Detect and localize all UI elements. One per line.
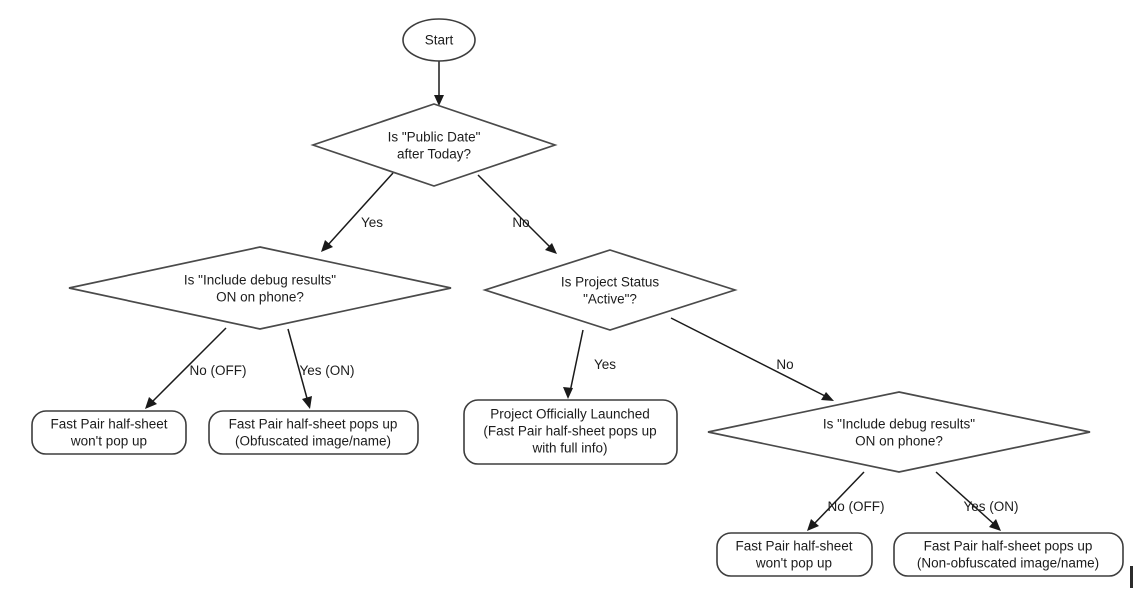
debug-right-diamond xyxy=(707,391,1091,473)
edge-label-yes-on-right: Yes (ON) xyxy=(963,499,1018,514)
node-terminal-right-on[interactable]: Fast Pair half-sheet pops up (Non-obfusc… xyxy=(893,532,1124,577)
page-edge-mark xyxy=(1130,566,1133,588)
edge-debug-right-off: No (OFF) xyxy=(807,471,885,531)
node-decision-debug-left[interactable]: Is "Include debug results" ON on phone? xyxy=(68,246,452,330)
edge-debug-right-on: Yes (ON) xyxy=(935,471,1019,531)
node-decision-public-date[interactable]: Is "Public Date" after Today? xyxy=(310,103,558,187)
terminal-launched-line3: with full info) xyxy=(531,441,607,456)
node-terminal-left-off[interactable]: Fast Pair half-sheet won't pop up xyxy=(31,410,187,455)
node-decision-project-status[interactable]: Is Project Status "Active"? xyxy=(482,249,738,331)
public-date-diamond xyxy=(310,103,558,187)
edge-public-date-yes: Yes xyxy=(321,172,394,252)
terminal-launched-line1: Project Officially Launched xyxy=(490,407,650,422)
terminal-right-off-box xyxy=(716,532,873,577)
terminal-left-off-line2: won't pop up xyxy=(70,434,147,449)
debug-left-label-line1: Is "Include debug results" xyxy=(184,273,336,288)
project-status-label-line1: Is Project Status xyxy=(561,275,660,290)
edge-project-status-no: No xyxy=(670,317,834,401)
node-decision-debug-right[interactable]: Is "Include debug results" ON on phone? xyxy=(707,391,1091,473)
start-label: Start xyxy=(425,33,454,48)
terminal-right-on-line2: (Non-obfuscated image/name) xyxy=(917,556,1099,571)
terminal-launched-box xyxy=(463,399,678,465)
edge-label-no-public-date: No xyxy=(512,215,529,230)
edge-label-no-off-left: No (OFF) xyxy=(190,363,247,378)
terminal-left-off-box xyxy=(31,410,187,455)
terminal-right-on-box xyxy=(893,532,1124,577)
nodes-layer: Start Is "Public Date" after Today? Is "… xyxy=(31,18,1124,577)
node-terminal-left-on[interactable]: Fast Pair half-sheet pops up (Obfuscated… xyxy=(208,410,419,455)
debug-right-label-line2: ON on phone? xyxy=(855,434,943,449)
edge-label-yes-public-date: Yes xyxy=(361,215,383,230)
edges-layer: Yes No No (OFF) Yes (ON) Yes xyxy=(145,61,1019,531)
terminal-right-off-line2: won't pop up xyxy=(755,556,832,571)
edge-label-no-off-right: No (OFF) xyxy=(828,499,885,514)
public-date-label-line2: after Today? xyxy=(397,147,471,162)
project-status-label-line2: "Active"? xyxy=(583,292,637,307)
terminal-launched-line2: (Fast Pair half-sheet pops up xyxy=(483,424,656,439)
edge-label-no-project-status: No xyxy=(776,357,793,372)
debug-left-diamond xyxy=(68,246,452,330)
terminal-left-on-box xyxy=(208,410,419,455)
node-terminal-launched[interactable]: Project Officially Launched (Fast Pair h… xyxy=(463,399,678,465)
edge-debug-left-on: Yes (ON) xyxy=(287,328,355,409)
node-start[interactable]: Start xyxy=(402,18,476,62)
node-terminal-right-off[interactable]: Fast Pair half-sheet won't pop up xyxy=(716,532,873,577)
public-date-label-line1: Is "Public Date" xyxy=(388,130,481,145)
edge-label-yes-on-left: Yes (ON) xyxy=(299,363,354,378)
edge-start-to-public-date xyxy=(434,61,444,106)
project-status-diamond xyxy=(482,249,738,331)
terminal-right-off-line1: Fast Pair half-sheet xyxy=(735,539,852,554)
terminal-left-on-line1: Fast Pair half-sheet pops up xyxy=(229,417,398,432)
start-ellipse xyxy=(402,18,476,62)
debug-left-label-line2: ON on phone? xyxy=(216,290,304,305)
edge-label-yes-project-status: Yes xyxy=(594,357,616,372)
terminal-left-on-line2: (Obfuscated image/name) xyxy=(235,434,391,449)
edge-public-date-no: No xyxy=(477,174,557,254)
debug-right-label-line1: Is "Include debug results" xyxy=(823,417,975,432)
edge-project-status-yes: Yes xyxy=(563,329,616,399)
edge-debug-left-off: No (OFF) xyxy=(145,327,247,409)
terminal-left-off-line1: Fast Pair half-sheet xyxy=(50,417,167,432)
terminal-right-on-line1: Fast Pair half-sheet pops up xyxy=(924,539,1093,554)
